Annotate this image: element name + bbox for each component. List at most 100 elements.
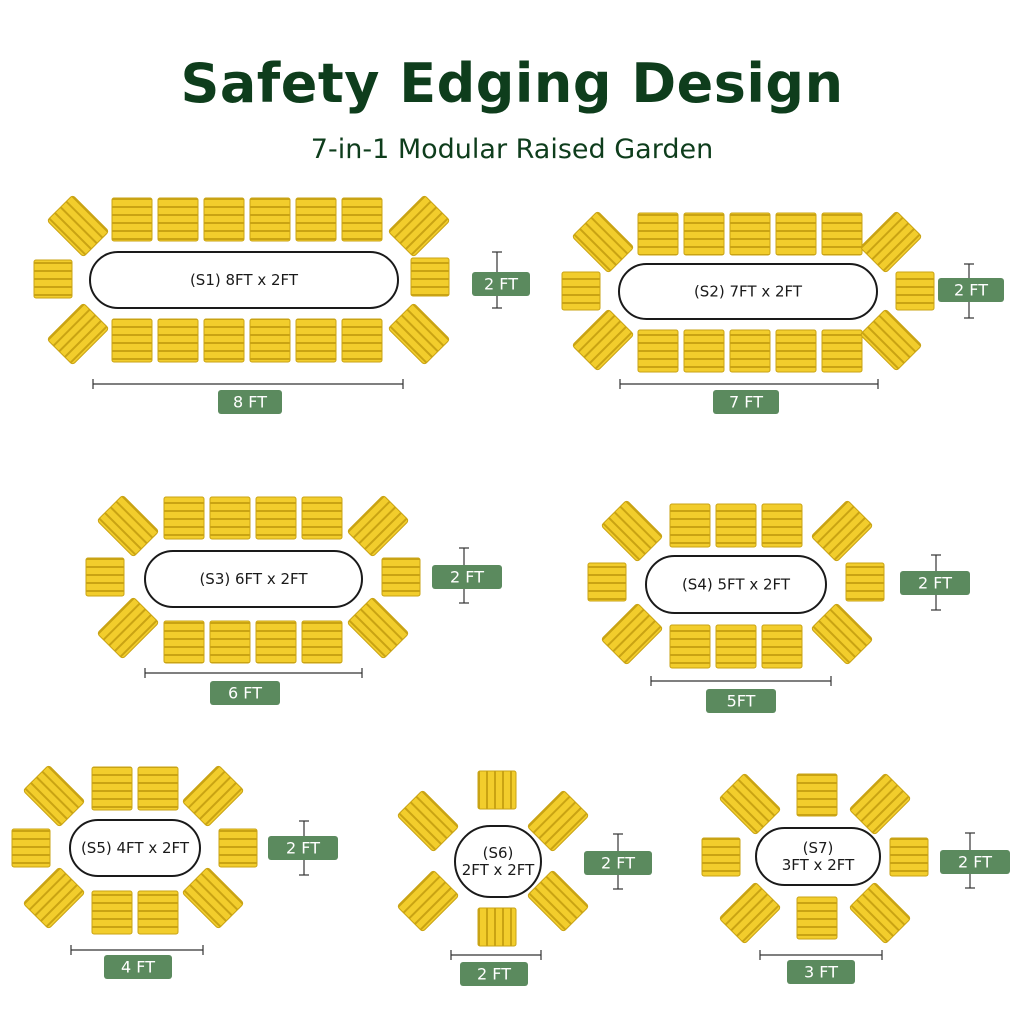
svg-text:6 FT: 6 FT bbox=[228, 684, 262, 703]
edging-block bbox=[301, 620, 343, 664]
edging-block bbox=[255, 620, 297, 664]
edging-block bbox=[91, 890, 133, 935]
bed-label: 3FT x 2FT bbox=[782, 856, 855, 874]
edging-block bbox=[249, 197, 291, 242]
edging-block bbox=[587, 562, 627, 602]
edging-block bbox=[821, 212, 863, 256]
length-dimension-line bbox=[450, 950, 542, 960]
width-badge: 2 FT bbox=[940, 850, 1010, 874]
edging-block bbox=[761, 624, 803, 669]
edging-block bbox=[637, 212, 679, 256]
bed-outline bbox=[144, 550, 363, 608]
corner-block bbox=[601, 603, 663, 665]
width-badge: 2 FT bbox=[432, 565, 502, 589]
svg-text:4 FT: 4 FT bbox=[121, 958, 155, 977]
edging-block bbox=[845, 562, 885, 602]
svg-text:5FT: 5FT bbox=[727, 692, 756, 711]
svg-text:2 FT: 2 FT bbox=[286, 839, 320, 858]
edging-block bbox=[889, 837, 929, 877]
corner-block bbox=[347, 597, 409, 659]
length-badge: 5FT bbox=[706, 689, 776, 713]
svg-text:2 FT: 2 FT bbox=[958, 853, 992, 872]
edging-block bbox=[683, 212, 725, 256]
bed-outline bbox=[89, 251, 399, 309]
svg-text:2 FT: 2 FT bbox=[484, 275, 518, 294]
width-badge: 2 FT bbox=[900, 571, 970, 595]
edging-block bbox=[163, 620, 205, 664]
corner-block bbox=[47, 303, 109, 365]
edging-block bbox=[218, 828, 258, 868]
length-dimension-line bbox=[92, 379, 404, 389]
svg-text:7 FT: 7 FT bbox=[729, 393, 763, 412]
corner-block bbox=[527, 870, 589, 932]
edging-block bbox=[255, 496, 297, 540]
edging-block bbox=[203, 318, 245, 363]
corner-block bbox=[97, 597, 159, 659]
edging-block bbox=[295, 197, 337, 242]
svg-text:2 FT: 2 FT bbox=[954, 281, 988, 300]
bed-outline bbox=[69, 819, 201, 877]
edging-block bbox=[715, 503, 757, 548]
bed-outline bbox=[755, 827, 881, 886]
edging-block bbox=[301, 496, 343, 540]
bed-outline bbox=[618, 263, 878, 320]
edging-block bbox=[341, 318, 383, 363]
corner-block bbox=[719, 882, 781, 944]
length-dimension-line bbox=[650, 676, 832, 686]
edging-block bbox=[410, 257, 450, 297]
corner-block bbox=[397, 790, 459, 852]
edging-block bbox=[249, 318, 291, 363]
bed-label: (S7) bbox=[803, 839, 834, 857]
corner-block bbox=[23, 765, 85, 827]
corner-block bbox=[347, 495, 409, 557]
corner-block bbox=[388, 195, 450, 257]
configuration-s5: (S5) 4FT x 2FT 4 FT 2 FT bbox=[11, 765, 338, 979]
edging-block bbox=[701, 837, 741, 877]
edging-block bbox=[561, 271, 601, 311]
corner-block bbox=[719, 773, 781, 835]
edging-block bbox=[775, 212, 817, 256]
width-badge: 2 FT bbox=[268, 836, 338, 860]
edging-block bbox=[477, 907, 517, 947]
edging-block bbox=[209, 496, 251, 540]
edging-block bbox=[111, 197, 153, 242]
corner-block bbox=[388, 303, 450, 365]
edging-block bbox=[111, 318, 153, 363]
corner-block bbox=[97, 495, 159, 557]
edging-block bbox=[821, 329, 863, 373]
edging-block bbox=[669, 503, 711, 548]
length-dimension-line bbox=[144, 668, 363, 678]
edging-block bbox=[637, 329, 679, 373]
edging-block bbox=[381, 557, 421, 597]
svg-text:2 FT: 2 FT bbox=[601, 854, 635, 873]
configuration-s4: (S4) 5FT x 2FT 5FT 2 FT bbox=[587, 500, 970, 713]
bed-label: (S4) 5FT x 2FT bbox=[682, 576, 791, 594]
corner-block bbox=[811, 500, 873, 562]
edging-block bbox=[683, 329, 725, 373]
length-dimension-line bbox=[759, 950, 883, 960]
bed-label: (S5) 4FT x 2FT bbox=[81, 839, 190, 857]
corner-block bbox=[849, 773, 911, 835]
corner-block bbox=[182, 765, 244, 827]
length-dimension-line bbox=[619, 379, 879, 389]
bed-label: (S2) 7FT x 2FT bbox=[694, 283, 803, 301]
edging-block bbox=[163, 496, 205, 540]
corner-block bbox=[601, 500, 663, 562]
edging-block bbox=[209, 620, 251, 664]
corner-block bbox=[811, 603, 873, 665]
corner-block bbox=[860, 309, 922, 371]
edging-block bbox=[761, 503, 803, 548]
edging-block bbox=[669, 624, 711, 669]
corner-block bbox=[572, 309, 634, 371]
edging-block bbox=[796, 773, 838, 817]
edging-block bbox=[796, 896, 838, 940]
edging-block bbox=[11, 828, 51, 868]
edging-block bbox=[85, 557, 125, 597]
page-subtitle: 7-in-1 Modular Raised Garden bbox=[310, 134, 714, 165]
edging-block bbox=[775, 329, 817, 373]
svg-text:2 FT: 2 FT bbox=[918, 574, 952, 593]
edging-block bbox=[895, 271, 935, 311]
svg-text:8 FT: 8 FT bbox=[233, 393, 267, 412]
